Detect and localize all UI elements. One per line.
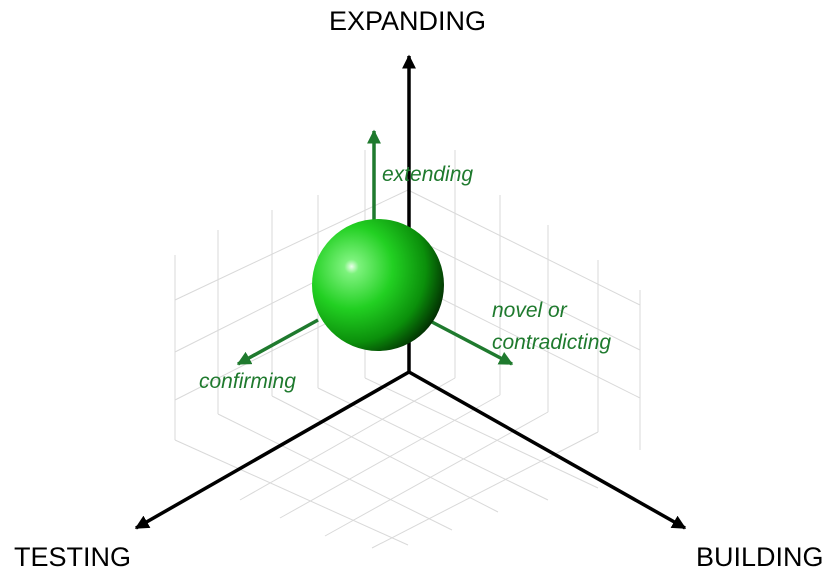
confirming-arrow <box>236 318 319 366</box>
position-sphere <box>312 219 444 351</box>
direction-arrows <box>236 129 514 366</box>
expanding-label: EXPANDING <box>329 6 487 36</box>
novel-label-line2: contradicting <box>492 331 612 354</box>
confirming-label: confirming <box>199 370 296 393</box>
extending-label: extending <box>382 163 474 186</box>
testing-axis <box>134 370 410 530</box>
grid-lines <box>174 150 641 549</box>
novel-label-line1: novel or <box>492 299 567 322</box>
building-label: BUILDING <box>696 542 824 572</box>
novel-arrow <box>431 320 514 366</box>
building-axis <box>408 370 687 530</box>
testing-label: TESTING <box>14 542 132 572</box>
